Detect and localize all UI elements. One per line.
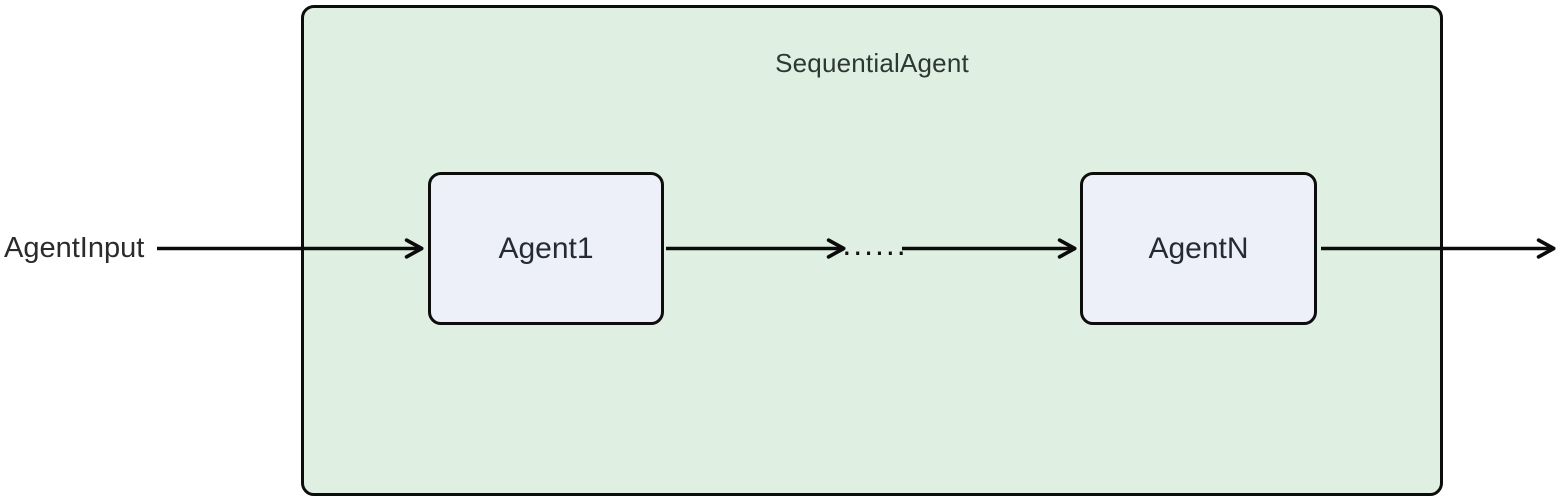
node-agent1-label: Agent1 [498,231,594,265]
node-agentN: AgentN [1080,172,1317,325]
agent-input-label: AgentInput [4,232,145,264]
node-agent1: Agent1 [428,172,664,325]
node-agentN-label: AgentN [1148,231,1249,265]
ellipsis-label: ...... [842,226,908,262]
container-title: SequentialAgent [775,48,969,78]
